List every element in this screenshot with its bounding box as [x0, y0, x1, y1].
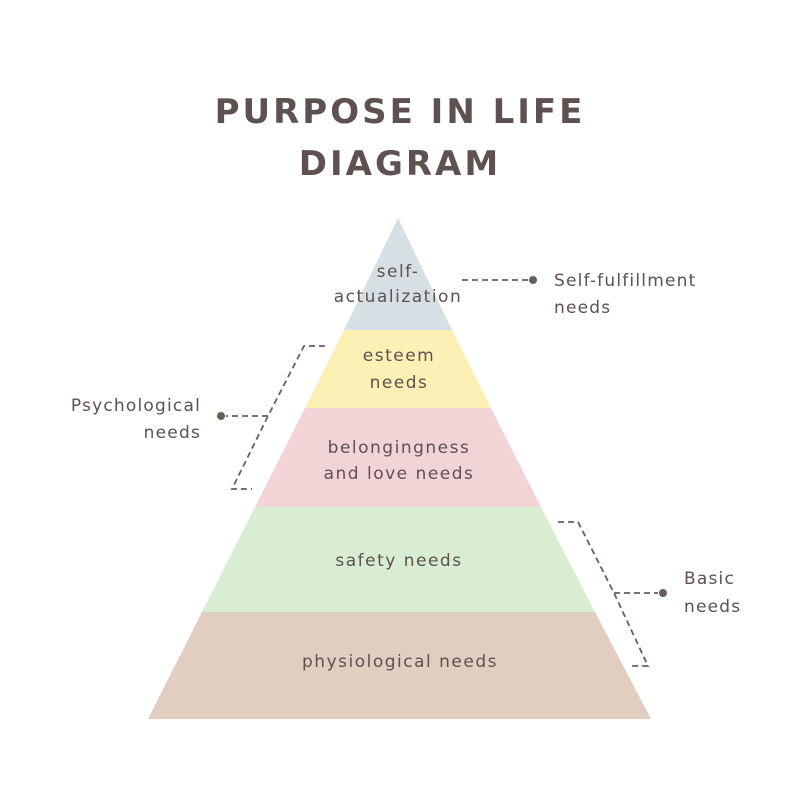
psychological-bracket [230, 345, 325, 490]
tier-safety [202, 507, 595, 612]
tier-label-belonging-line-1: belongingness [328, 438, 471, 458]
tier-label-self-actualization-line-2: actualization [334, 287, 462, 307]
tier-label-physiological: physiological needs [302, 652, 498, 672]
self-fulfillment-dot [529, 276, 537, 284]
tier-label-esteem-line-1: esteem [363, 346, 435, 366]
page-title: PURPOSE IN LIFE DIAGRAM [0, 86, 800, 190]
group-label-self-fulfillment-line-1: Self-fulfillment [554, 271, 696, 291]
tier-label-esteem-line-2: needs [370, 373, 429, 393]
group-label-self-fulfillment-line-2: needs [554, 298, 611, 318]
group-label-basic-line-1: Basic [684, 569, 735, 589]
basic-dot [659, 589, 667, 597]
tier-label-self-actualization-line-1: self- [377, 262, 420, 282]
tier-self-actualization [344, 218, 452, 330]
group-label-psychological-line-1: Psychological [71, 396, 201, 416]
tier-label-safety: safety needs [335, 551, 462, 571]
tier-esteem [305, 330, 491, 408]
basic-bracket [558, 521, 650, 667]
group-label-psychological-line-2: needs [144, 423, 201, 443]
group-label-basic-line-2: needs [684, 597, 741, 617]
tier-physiological [148, 612, 651, 719]
title-line-1: PURPOSE IN LIFE [214, 92, 586, 132]
title-line-2: DIAGRAM [298, 144, 502, 184]
tier-label-belonging-line-2: and love needs [324, 464, 475, 484]
tier-belonging [255, 408, 541, 507]
psychological-dot [217, 412, 225, 420]
